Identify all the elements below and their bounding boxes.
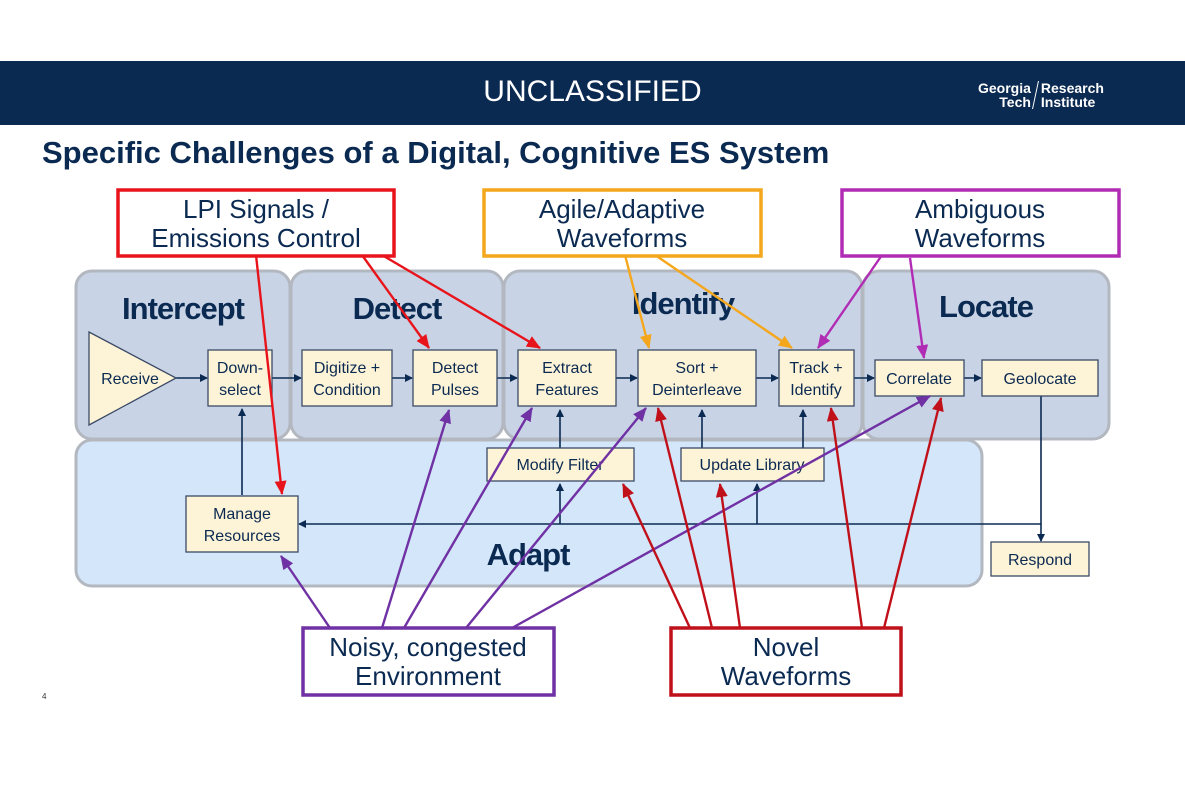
noisy-arrow-to-correlate	[511, 394, 931, 630]
noisy-arrow-to-manage	[280, 555, 331, 629]
correlate-label: Correlate	[886, 371, 952, 388]
novel-arrow-to-sort	[655, 407, 714, 629]
detect-pulses-label-1: Detect	[432, 360, 479, 377]
lpi-callout	[116, 188, 396, 258]
slide-title: Specific Challenges of a Digital, Cognit…	[42, 135, 830, 170]
lpi-callout-line-1: LPI Signals /	[183, 194, 330, 224]
downselect-label-1: Down-	[217, 360, 263, 377]
noisy-arrow-to-extract	[402, 407, 534, 629]
agile-arrow-to-sort	[623, 254, 652, 349]
novel-arrow-to-modify-filter	[621, 483, 692, 629]
novel-arrow-to-correlate	[882, 397, 944, 629]
ambiguous-callout	[840, 188, 1121, 258]
novel-arrow-to-track	[826, 407, 864, 629]
stage-label-intercept: Intercept	[122, 291, 245, 326]
manage-label-1: Manage	[213, 506, 271, 523]
logo-text-institute: Institute	[1040, 94, 1096, 110]
digitize-label-2: Condition	[313, 382, 381, 399]
noisy-arrow-to-detect	[380, 409, 451, 629]
agile-callout	[482, 188, 763, 258]
update-library-label: Update Library	[700, 457, 805, 474]
respond-block	[990, 541, 1090, 577]
receive-label: Receive	[101, 371, 159, 388]
logo-text-georgia: Georgia	[978, 80, 1031, 96]
stage-label-locate: Locate	[939, 289, 1034, 324]
logo-text-research: Research	[1040, 80, 1104, 96]
ambiguous-callout-line-2: Waveforms	[915, 223, 1046, 253]
update-library-block	[680, 447, 825, 482]
classification-banner: UNCLASSIFIED Georgia Tech Research Insti…	[0, 61, 1185, 125]
track-block	[778, 349, 855, 407]
noisy-callout-line-2: Environment	[355, 661, 502, 691]
noisy-callout	[301, 626, 556, 697]
novel-callout-line-1: Novel	[753, 632, 819, 662]
stage-label-detect: Detect	[353, 291, 442, 326]
lpi-callout-line-2: Emissions Control	[151, 223, 361, 253]
stage-label-adapt: Adapt	[487, 537, 571, 572]
agile-callout-line-1: Agile/Adaptive	[539, 194, 705, 224]
ambiguous-arrow-to-track	[817, 254, 883, 349]
modify-filter-block	[486, 447, 635, 482]
novel-callout	[669, 626, 903, 697]
sort-label-2: Deinterleave	[652, 382, 742, 399]
logo-text-tech: Tech	[999, 94, 1031, 110]
detect-pulses-block	[412, 349, 498, 407]
extract-features-block	[517, 349, 617, 407]
lpi-arrow-to-extract	[381, 253, 541, 350]
lpi-arrow-to-manage	[254, 254, 287, 495]
sort-label-1: Sort +	[675, 360, 718, 377]
noisy-callout-line-1: Noisy, congested	[329, 632, 527, 662]
ambiguous-arrow-to-correlate	[908, 257, 929, 359]
gtri-logo: Georgia Tech Research Institute	[978, 80, 1104, 110]
extract-label-1: Extract	[542, 360, 592, 377]
geolocate-block	[981, 359, 1099, 397]
modify-filter-label: Modify Filter	[516, 457, 604, 474]
correlate-block	[874, 359, 965, 397]
ambiguous-callout-line-1: Ambiguous	[915, 194, 1045, 224]
extract-label-2: Features	[535, 382, 598, 399]
detect-pulses-label-2: Pulses	[431, 382, 479, 399]
downselect-block	[207, 349, 273, 407]
respond-label: Respond	[1008, 552, 1072, 569]
slide-number: 4	[42, 692, 47, 701]
classification-label: UNCLASSIFIED	[483, 75, 702, 108]
downselect-label-2: select	[219, 382, 261, 399]
sort-block	[637, 349, 757, 407]
noisy-arrow-to-sort	[465, 407, 647, 629]
agile-arrow-to-track	[654, 254, 793, 349]
agile-callout-line-2: Waveforms	[557, 223, 688, 253]
digitize-label-1: Digitize +	[314, 360, 380, 377]
lpi-arrow-to-detect	[361, 254, 430, 349]
receive-block	[88, 330, 178, 427]
track-label-2: Identify	[790, 382, 842, 399]
geolocate-label: Geolocate	[1004, 371, 1077, 388]
novel-arrow-to-update-library	[715, 483, 742, 629]
digitize-block	[301, 349, 393, 407]
manage-label-2: Resources	[204, 528, 280, 545]
novel-callout-line-2: Waveforms	[721, 661, 852, 691]
manage-resources-block	[185, 495, 299, 553]
stage-label-identify: Identify	[632, 286, 736, 321]
track-label-1: Track +	[789, 360, 842, 377]
